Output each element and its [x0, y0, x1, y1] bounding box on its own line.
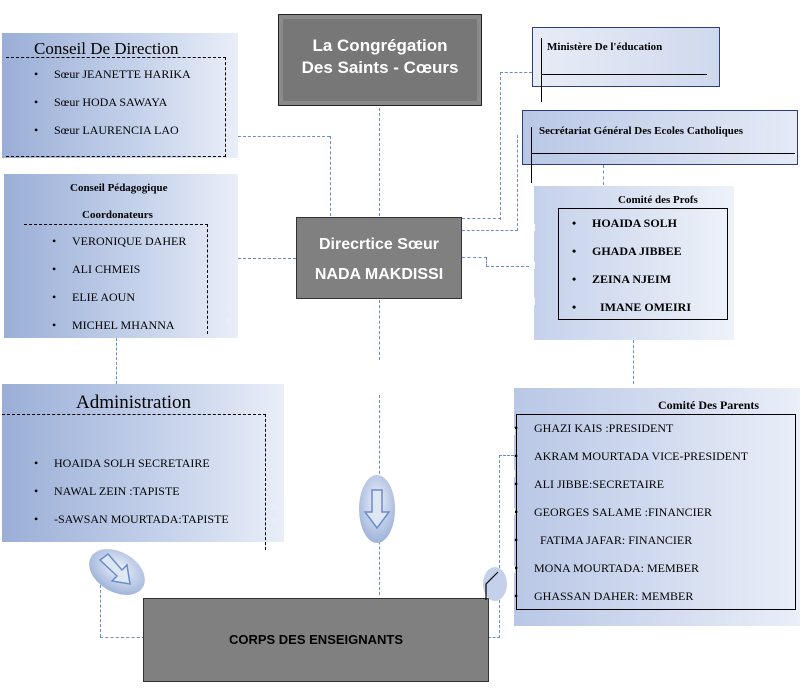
comite-profs-member: IMANE OMEIRI	[572, 300, 691, 328]
conseil-pedagogique-subtitle: Coordonateurs	[82, 209, 153, 221]
conseil-pedagogique-frame	[24, 224, 208, 334]
decor-stripe	[510, 508, 515, 515]
directrice-line2: NADA MAKDISSI	[314, 266, 444, 283]
connector-profs-directrice-v	[486, 257, 487, 267]
decor-stripe	[510, 470, 515, 477]
conseil-direction-list: Sœur JEANETTE HARIKA Sœur HODA SAWAYA Sœ…	[34, 67, 191, 151]
connector-secretariat-v	[517, 135, 518, 231]
conseil-direction-member: Sœur HODA SAWAYA	[34, 95, 191, 123]
secretariat-corner	[531, 127, 532, 183]
connector-profs-directrice	[462, 257, 487, 258]
comite-profs-title: Comité des Profs	[618, 194, 698, 206]
connector-secretariat-h	[462, 230, 518, 231]
ministere-box: Ministère De l'éducation	[532, 27, 720, 102]
secretariat-title: Secrétariat Général Des Ecoles Catholiqu…	[539, 125, 744, 137]
comite-profs-list: HOAIDA SOLH GHADA JIBBEE ZEINA NJEIM IMA…	[572, 216, 691, 328]
corps-label: CORPS DES ENSEIGNANTS	[228, 632, 404, 647]
connector-admin-corps	[100, 580, 101, 637]
comite-profs-member: GHADA JIBBEE	[572, 244, 691, 272]
connector-directrice-down	[379, 300, 380, 360]
administration-panel: Administration HOAIDA SOLH SECRETAIRE NA…	[2, 384, 284, 550]
decor-stripe	[272, 503, 277, 510]
comite-parents-list: GHAZI KAIS :PRESIDENT AKRAM MOURTADA VIC…	[514, 421, 748, 617]
decor-stripe	[272, 518, 277, 525]
connector-parents-top	[499, 455, 514, 456]
comite-parents-member: FATIMA JAFAR: FINANCIER	[514, 533, 748, 561]
secretariat-underline	[531, 153, 795, 154]
arrow-up-left-icon	[482, 566, 508, 602]
conseil-pedagogique-member: VERONIQUE DAHER	[52, 234, 186, 262]
conseil-pedagogique-member: MICHEL MHANNA	[52, 318, 186, 346]
comite-parents-member: GHAZI KAIS :PRESIDENT	[514, 421, 748, 449]
comite-profs-member: ZEINA NJEIM	[572, 272, 691, 300]
conseil-pedagogique-member: ALI CHMEIS	[52, 262, 186, 290]
connector-profs-directrice-2	[486, 266, 534, 267]
conseil-pedagogique-title: Conseil Pédagogique	[70, 182, 168, 194]
connector-profs-parents	[633, 340, 634, 384]
congregation-box: La Congrégation Des Saints - Cœurs	[278, 14, 482, 106]
conseil-pedagogique-panel: Conseil Pédagogique Coordonateurs VERONI…	[4, 174, 238, 338]
decor-stripe	[226, 140, 231, 147]
administration-frame	[2, 414, 266, 550]
connector-pedagogique-to-directrice	[238, 258, 296, 259]
connector-direction-vertical	[330, 136, 331, 216]
comite-parents-title: Comité Des Parents	[658, 398, 760, 412]
ministere-corner	[541, 38, 542, 102]
decor-stripe	[226, 304, 231, 311]
comite-parents-member: ALI JIBBE:SECRETAIRE	[514, 477, 748, 505]
administration-title: Administration	[76, 392, 192, 413]
connector-ministere-v	[500, 72, 501, 220]
comite-profs-panel: Comité des Profs HOAIDA SOLH GHADA JIBBE…	[534, 186, 734, 340]
conseil-pedagogique-member: ELIE AOUN	[52, 290, 186, 318]
connector-ministere-h	[500, 72, 532, 73]
decor-stripe	[510, 428, 515, 435]
ministere-underline	[541, 74, 707, 75]
connector-ministere-directrice	[462, 218, 501, 219]
arrow-diagonal-icon	[86, 548, 148, 596]
decor-stripe	[226, 126, 231, 133]
directrice-box: Direcrtice Sœur NADA MAKDISSI	[296, 217, 462, 299]
arrow-down-icon	[358, 474, 396, 544]
comite-parents-member: GHASSAN DAHER: MEMBER	[514, 589, 748, 617]
administration-member: -SAWSAN MOURTADA:TAPISTE	[34, 512, 229, 540]
comite-parents-member: AKRAM MOURTADA VICE-PRESIDENT	[514, 449, 748, 477]
conseil-direction-panel: Conseil De Direction Sœur JEANETTE HARIK…	[2, 33, 238, 158]
connector-pedagogique-admin	[116, 338, 117, 384]
comite-parents-member: GEORGES SALAME :FINANCIER	[514, 505, 748, 533]
congregation-line2: Des Saints - Cœurs	[301, 58, 459, 77]
conseil-direction-member: Sœur JEANETTE HARIKA	[34, 67, 191, 95]
conseil-direction-title: Conseil De Direction	[34, 39, 179, 58]
directrice-line1: Direcrtice Sœur	[318, 236, 440, 253]
connector-secretariat-profs	[603, 165, 604, 185]
connector-congregation-directrice	[379, 108, 380, 216]
ministere-title: Ministère De l'éducation	[547, 41, 663, 53]
conseil-direction-member: Sœur LAURENCIA LAO	[34, 123, 191, 151]
conseil-direction-frame	[6, 57, 226, 157]
connector-admin-corps-h	[100, 637, 145, 638]
decor-stripe	[226, 318, 231, 325]
secretariat-box: Secrétariat Général Des Ecoles Catholiqu…	[522, 110, 798, 183]
decor-stripe	[530, 262, 535, 269]
administration-member: HOAIDA SOLH SECRETAIRE	[34, 456, 229, 484]
connector-parents-corps	[488, 637, 500, 638]
connector-parents-corps-v	[499, 455, 500, 638]
administration-list: HOAIDA SOLH SECRETAIRE NAWAL ZEIN :TAPIS…	[34, 456, 229, 540]
decor-stripe	[530, 224, 535, 231]
decor-stripe	[530, 298, 535, 305]
congregation-line1: La Congrégation	[312, 36, 448, 55]
decor-stripe	[510, 566, 515, 573]
comite-profs-member: HOAIDA SOLH	[572, 216, 691, 244]
conseil-pedagogique-list: VERONIQUE DAHER ALI CHMEIS ELIE AOUN MIC…	[52, 234, 186, 346]
comite-parents-member: MONA MOURTADA: MEMBER	[514, 561, 748, 589]
connector-direction-to-center	[238, 136, 330, 137]
comite-parents-panel: Comité Des Parents GHAZI KAIS :PRESIDENT…	[514, 388, 800, 626]
corps-box: CORPS DES ENSEIGNANTS	[143, 598, 489, 682]
administration-member: NAWAL ZEIN :TAPISTE	[34, 484, 229, 512]
